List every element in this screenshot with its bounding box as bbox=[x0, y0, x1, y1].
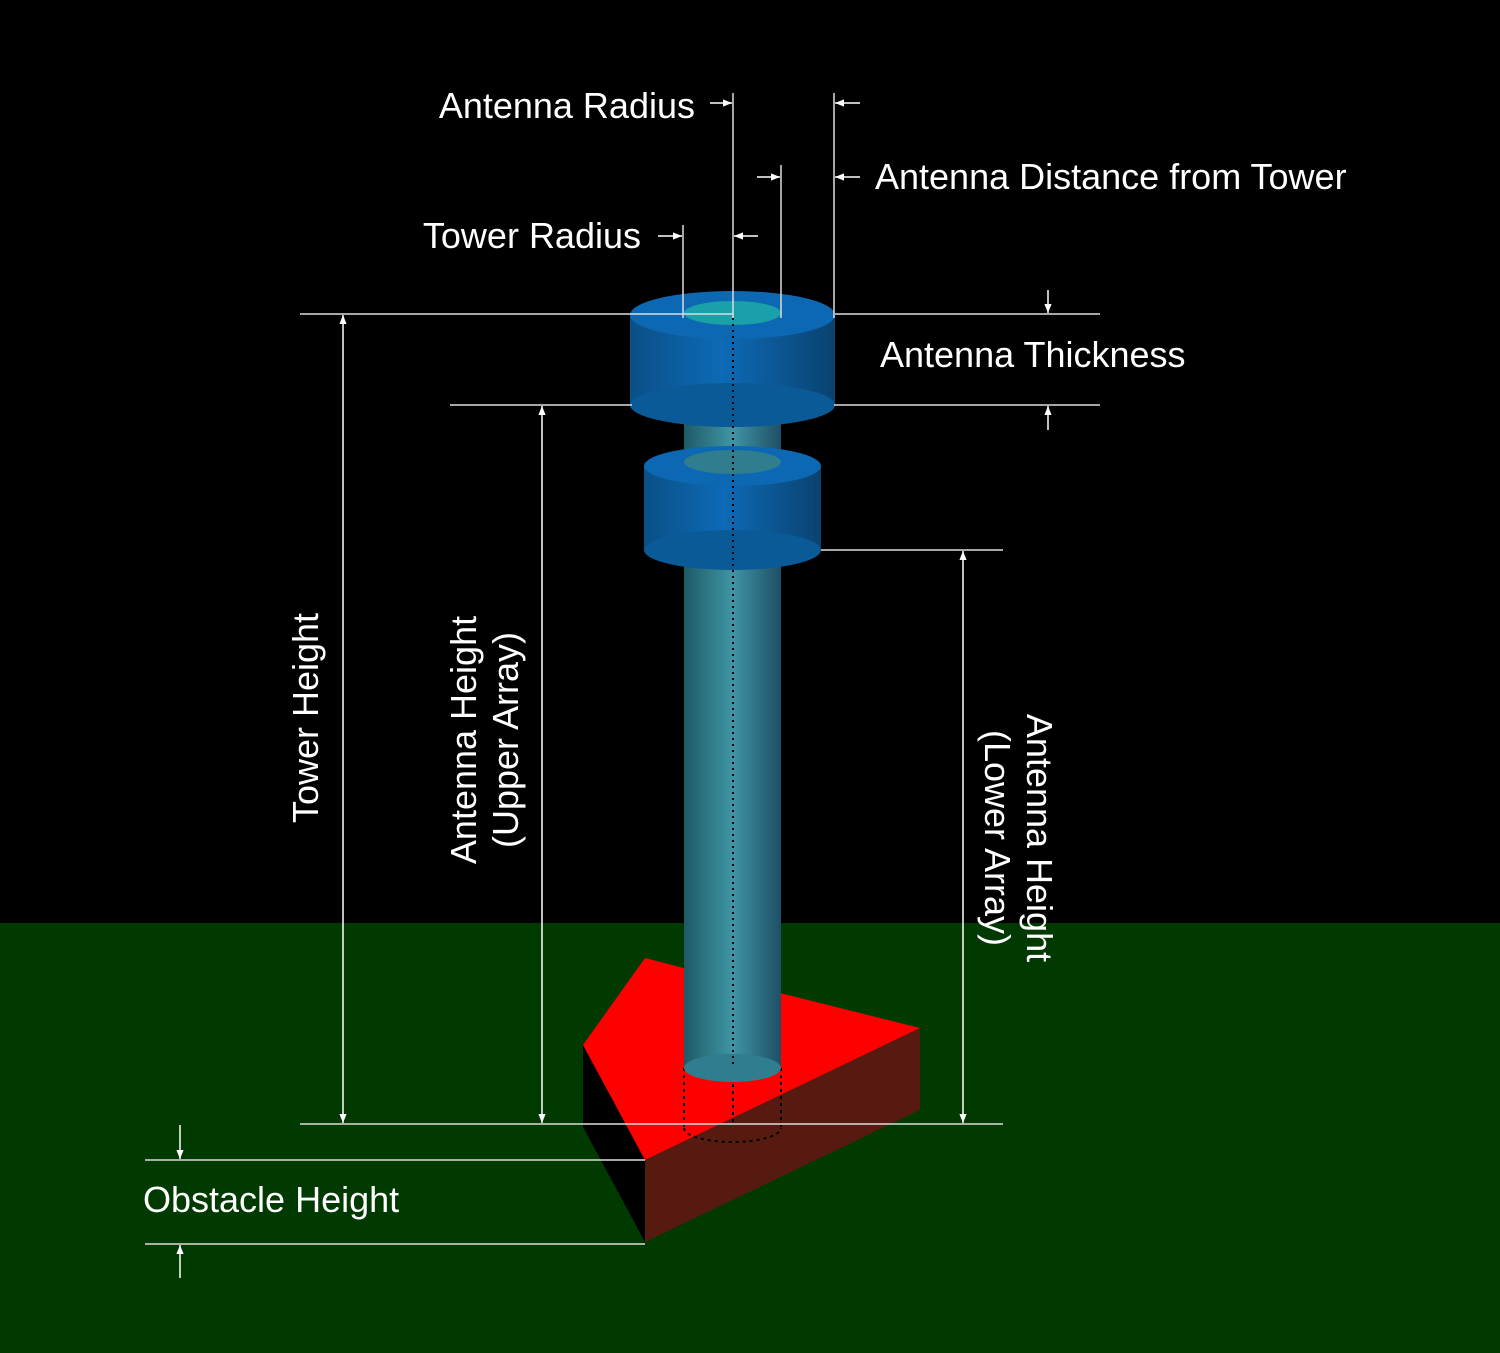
tower bbox=[684, 560, 781, 1082]
label-obstacle-height: Obstacle Height bbox=[143, 1179, 399, 1220]
tower-bottom bbox=[684, 1054, 781, 1082]
label-tower-height: Tower Height bbox=[285, 613, 326, 823]
label-antenna-height-upper: Antenna Height (Upper Array) bbox=[443, 616, 526, 864]
label-lower-line1: Antenna Height bbox=[1019, 714, 1060, 962]
tower-mast bbox=[684, 560, 781, 1068]
label-antenna-radius: Antenna Radius bbox=[439, 85, 695, 126]
antenna-lower-array bbox=[644, 446, 821, 570]
label-antenna-height-lower: Antenna Height (Lower Array) bbox=[977, 714, 1060, 962]
label-antenna-thickness: Antenna Thickness bbox=[880, 334, 1186, 375]
label-tower-radius: Tower Radius bbox=[423, 215, 641, 256]
label-lower-line2: (Lower Array) bbox=[977, 730, 1018, 946]
label-upper-line2: (Upper Array) bbox=[485, 632, 526, 848]
label-upper-line1: Antenna Height bbox=[443, 616, 484, 864]
obstacle-side-right bbox=[645, 1028, 920, 1242]
label-antenna-distance: Antenna Distance from Tower bbox=[875, 156, 1347, 197]
dimension-arrows bbox=[176, 99, 1052, 1278]
obstacle-side-left bbox=[583, 1045, 645, 1242]
dimension-lines bbox=[145, 93, 1100, 1245]
